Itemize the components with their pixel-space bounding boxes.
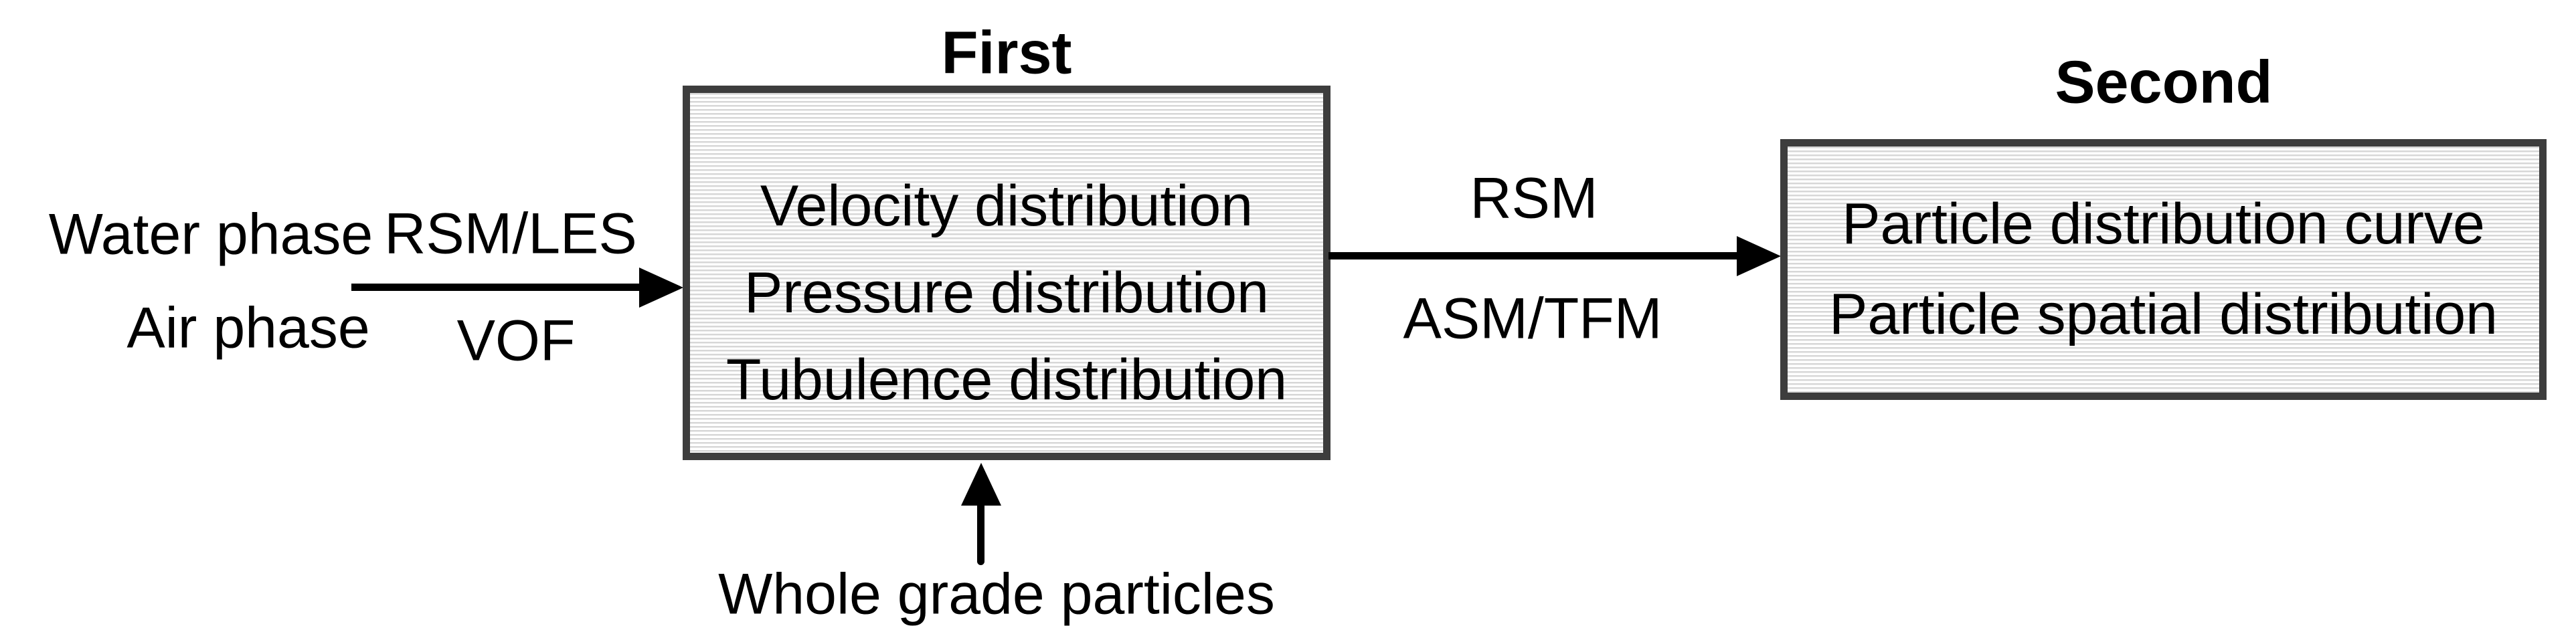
input-arrow-head-icon bbox=[639, 268, 683, 308]
second-box-item: Particle distribution curve bbox=[1842, 192, 2485, 256]
whole-grade-particles-label: Whole grade particles bbox=[718, 562, 1275, 627]
second-box: Particle distribution curve Particle spa… bbox=[1780, 139, 2547, 400]
first-box-item: Tubulence distribution bbox=[725, 348, 1288, 412]
second-box-item: Particle spatial distribution bbox=[1828, 282, 2498, 346]
arrow1-bottom-label: VOF bbox=[456, 308, 576, 373]
first-box-item: Pressure distribution bbox=[744, 261, 1269, 325]
second-box-title: Second bbox=[2055, 49, 2273, 116]
first-box-item: Velocity distribution bbox=[760, 174, 1254, 238]
bottom-input-arrow-stem bbox=[977, 502, 984, 565]
arrow2-top-label: RSM bbox=[1470, 166, 1598, 231]
arrow2-bottom-label: ASM/TFM bbox=[1403, 286, 1662, 351]
transfer-arrow-head-icon bbox=[1737, 236, 1781, 276]
arrow1-top-label: RSM/LES bbox=[384, 201, 637, 266]
air-phase-label: Air phase bbox=[126, 296, 370, 360]
first-box: Velocity distribution Pressure distribut… bbox=[683, 86, 1330, 460]
input-arrow-stem bbox=[351, 284, 640, 291]
first-box-title: First bbox=[941, 19, 1072, 87]
transfer-arrow-stem bbox=[1328, 252, 1738, 259]
water-phase-label: Water phase bbox=[48, 202, 373, 267]
bottom-input-arrow-head-icon bbox=[961, 463, 1001, 506]
